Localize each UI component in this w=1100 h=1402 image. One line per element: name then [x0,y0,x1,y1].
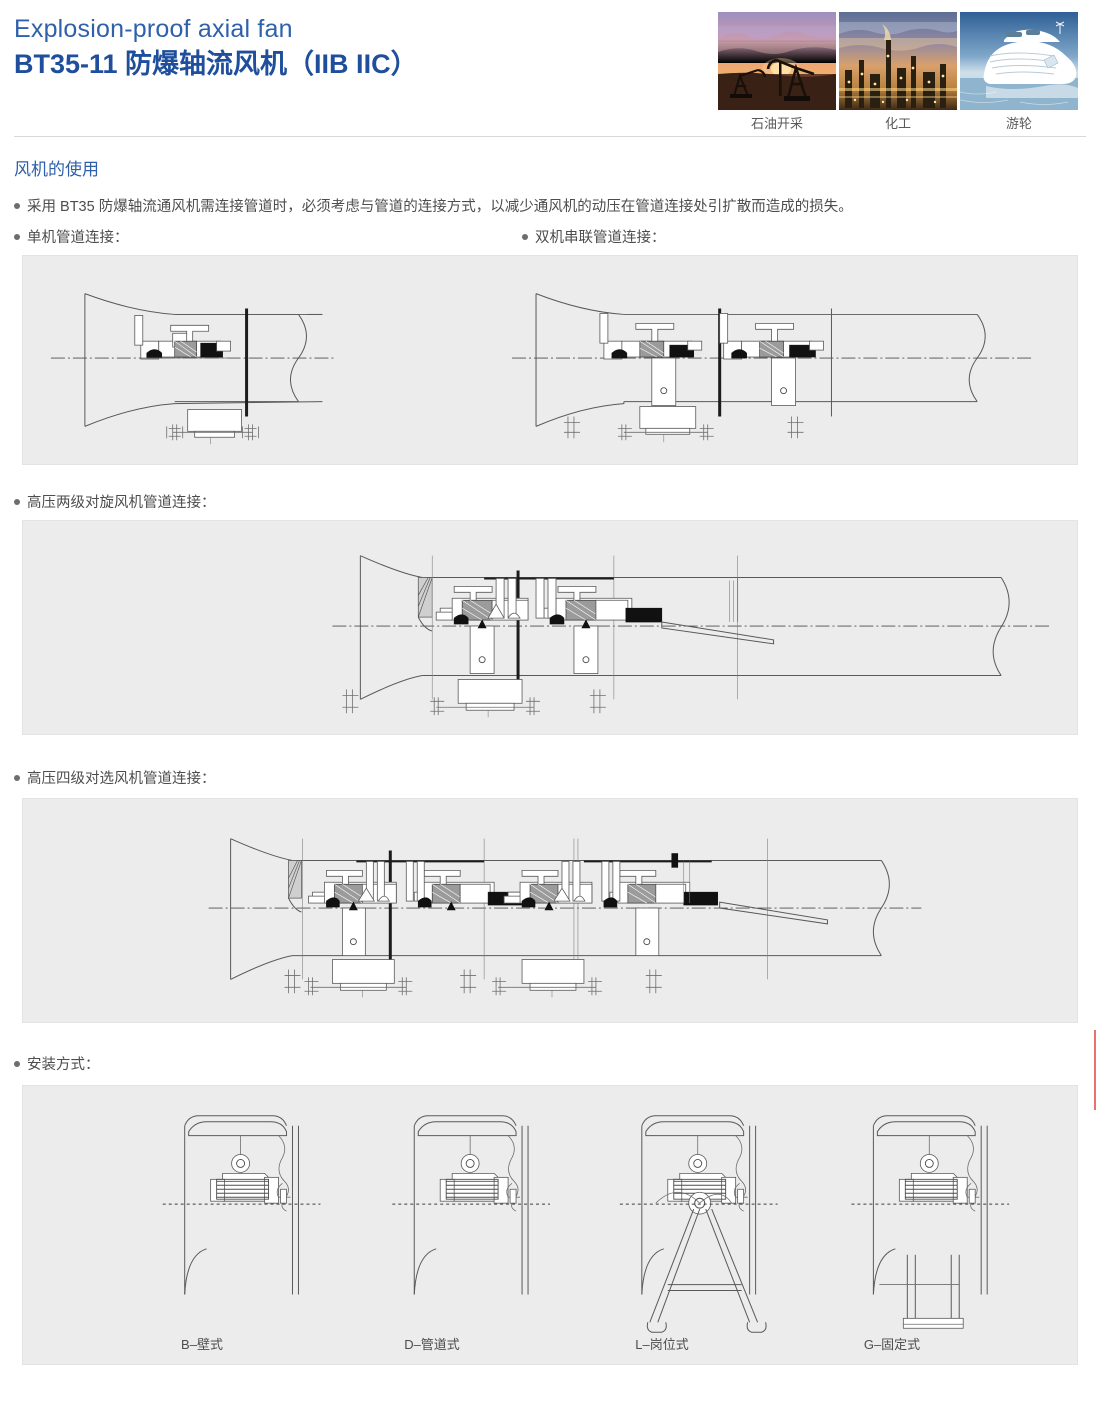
label-series-duct: 双机串联管道连接： [522,231,666,246]
industry-thumbnail-strip: 石油开采 [718,12,1078,130]
thumbnail-caption: 化工 [884,116,911,131]
thumbnail-oil-extraction: 石油开采 [718,12,836,130]
fan-duct-single [50,293,335,445]
chemical-plant-photo [839,12,957,110]
bullet-dot-icon [14,1061,20,1067]
install-caption-fixed: G–固定式 [863,1337,921,1352]
label-series-duct-text: 双机串联管道连接： [535,230,666,246]
diagram-panel-installation-types [22,1085,1078,1365]
label-four-stage-text: 高压四级对选风机管道连接： [27,771,216,787]
diagram-panel-single-and-series [22,255,1078,465]
fan-duct-two-stage [332,555,1052,718]
bullet-dot-icon [522,234,528,240]
install-caption-wall: B–壁式 [181,1337,223,1352]
label-four-stage-duct: 高压四级对选风机管道连接： [14,772,216,787]
install-diagram-wall [162,1115,321,1295]
page-edge-marker [1094,1030,1096,1110]
label-two-stage-text: 高压两级对旋风机管道连接： [27,495,216,511]
bullet-dot-icon [14,203,20,209]
bullet-dot-icon [14,775,20,781]
header-divider [14,136,1086,137]
install-diagram-stand [619,1115,778,1333]
intro-bullet-text: 采用 BT35 防爆轴流通风机需连接管道时，必须考虑与管道的连接方式，以减少通风… [27,199,853,215]
label-two-stage-duct: 高压两级对旋风机管道连接： [14,496,216,511]
label-single-duct-text: 单机管道连接： [27,230,129,246]
page-header: Explosion-proof axial fan BT35-11 防爆轴流风机… [0,0,1100,140]
bullet-dot-icon [14,499,20,505]
label-install-method: 安装方式： [14,1058,100,1073]
thumbnail-caption: 石油开采 [750,116,803,131]
install-diagram-duct [392,1115,550,1295]
diagram-panel-two-stage [22,520,1078,735]
diagram-panel-four-stage [22,798,1078,1023]
install-diagram-fixed [851,1115,1010,1329]
install-caption-stand: L–岗位式 [635,1337,689,1352]
install-caption-duct: D–管道式 [404,1337,460,1352]
title-chinese: BT35-11 防爆轴流风机（IIB IIC） [14,49,418,80]
label-install-method-text: 安装方式： [27,1057,100,1073]
thumbnail-cruise: 游轮 [960,12,1078,130]
bullet-dot-icon [14,234,20,240]
title-block: Explosion-proof axial fan BT35-11 防爆轴流风机… [14,14,418,82]
fan-duct-four-stage [208,838,922,998]
intro-bullet: 采用 BT35 防爆轴流通风机需连接管道时，必须考虑与管道的连接方式，以减少通风… [14,200,853,215]
oil-pumpjack-photo [718,12,836,110]
thumbnail-chemical: 化工 [839,12,957,130]
section-heading: 风机的使用 [14,160,99,179]
thumbnail-caption: 游轮 [1005,116,1032,131]
fan-duct-series [512,293,1032,443]
label-single-duct: 单机管道连接： [14,231,129,246]
cruise-ship-photo [960,12,1078,110]
title-english: Explosion-proof axial fan [14,15,293,43]
